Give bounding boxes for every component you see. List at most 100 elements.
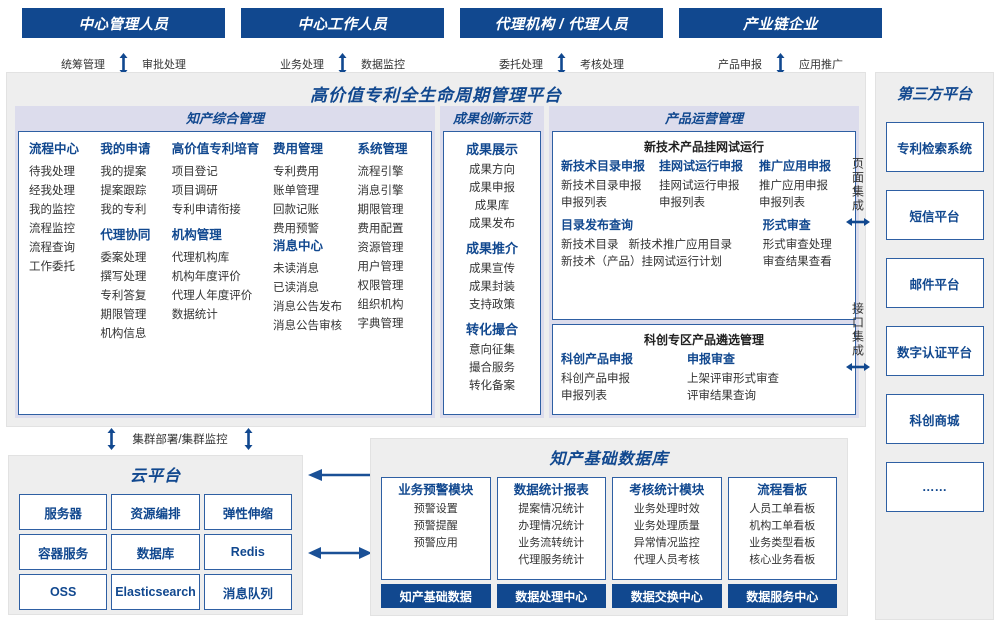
db-item[interactable]: 预警应用 [413,537,458,549]
menu-item[interactable]: 流程查询 [29,242,75,254]
role-title[interactable]: 中心管理人员 [22,8,225,38]
menu-item[interactable]: 消息引擎 [357,185,404,197]
menu-item[interactable]: 已读消息 [273,282,320,294]
group-header[interactable]: 费用管理 [273,142,324,156]
menu-item[interactable]: 申报列表 [759,197,805,209]
menu-item[interactable]: 申报列表 [561,389,607,402]
db-item[interactable]: 代理人员考核 [633,554,700,566]
group-header[interactable]: 科创产品申报 [561,351,634,366]
db-footer-basic-data[interactable]: 知产基础数据 [381,584,491,608]
menu-item[interactable]: 推广应用申报 [759,180,828,192]
menu-item[interactable]: 新技术目录申报 [561,180,642,192]
menu-item[interactable]: 新技术（产品）挂网试运行计划 [561,256,722,268]
group-header[interactable]: 机构管理 [171,228,222,242]
menu-item[interactable]: 消息公告发布 [273,301,343,313]
menu-item[interactable]: 成果库 [474,200,510,212]
group-header[interactable]: 成果推介 [465,241,518,256]
menu-item[interactable]: 申报列表 [561,197,607,209]
menu-item[interactable]: 账单管理 [273,185,320,197]
role-title[interactable]: 产业链企业 [679,8,882,38]
db-item[interactable]: 预警提醒 [413,520,458,532]
menu-item[interactable]: 专利答复 [100,290,147,302]
menu-item[interactable]: 代理机构库 [171,252,230,264]
db-item[interactable]: 提案情况统计 [518,503,585,515]
group-header[interactable]: 目录发布查询 [561,218,634,232]
menu-item[interactable]: 项目调研 [171,185,218,197]
menu-item[interactable]: 数据统计 [171,309,218,321]
db-item[interactable]: 核心业务看板 [749,554,816,566]
group-header[interactable]: 形式审查 [762,218,811,232]
cloud-service-orchestration[interactable]: 资源编排 [111,494,200,530]
menu-item[interactable]: 我的专利 [100,204,147,216]
cloud-service-redis[interactable]: Redis [203,534,292,570]
menu-item[interactable]: 审查结果查看 [762,256,832,268]
menu-item[interactable]: 形式审查处理 [762,239,832,251]
group-header[interactable]: 我的申请 [100,142,151,156]
menu-item[interactable]: 新技术目录 [561,239,619,251]
third-party-item-mall[interactable]: 科创商城 [885,394,984,444]
menu-item[interactable]: 撰写处理 [100,271,147,283]
group-header[interactable]: 推广应用申报 [759,159,832,173]
db-item[interactable]: 人员工单看板 [749,503,816,515]
menu-item[interactable]: 字典管理 [357,318,404,330]
group-header[interactable]: 申报审查 [687,351,736,366]
menu-item[interactable]: 期限管理 [357,204,404,216]
menu-item[interactable]: 回款记账 [273,204,320,216]
db-item[interactable]: 办理情况统计 [518,520,585,532]
menu-item[interactable]: 费用预警 [273,223,320,235]
cloud-service-oss[interactable]: OSS [19,574,108,610]
db-item[interactable]: 业务处理质量 [633,520,700,532]
cloud-service-autoscaling[interactable]: 弹性伸缩 [203,494,292,530]
db-footer-exchange-center[interactable]: 数据交换中心 [612,584,722,608]
group-header[interactable]: 挂网试运行申报 [659,159,744,173]
db-footer-processing-center[interactable]: 数据处理中心 [496,584,606,608]
db-item[interactable]: 异常情况监控 [633,537,700,549]
db-footer-service-center[interactable]: 数据服务中心 [727,584,837,608]
menu-item[interactable]: 我的提案 [100,166,147,178]
menu-item[interactable]: 挂网试运行申报 [659,180,740,192]
group-header[interactable]: 高价值专利培育 [171,142,260,156]
cloud-service-mq[interactable]: 消息队列 [203,574,292,610]
group-header[interactable]: 系统管理 [357,142,408,156]
group-header[interactable]: 流程中心 [29,142,80,156]
group-header[interactable]: 成果展示 [465,142,518,157]
db-item[interactable]: 代理服务统计 [518,554,585,566]
menu-item[interactable]: 成果发布 [469,218,515,230]
db-item[interactable]: 业务流转统计 [518,537,585,549]
menu-item[interactable]: 待我处理 [29,166,75,178]
menu-item[interactable]: 未读消息 [273,263,320,275]
menu-item[interactable]: 支持政策 [469,299,515,311]
menu-item[interactable]: 组织机构 [357,299,404,311]
menu-item[interactable]: 上架评审形式审查 [687,372,779,385]
menu-item[interactable]: 流程监控 [29,223,75,235]
menu-item[interactable]: 消息公告审核 [273,320,343,332]
db-item[interactable]: 业务处理时效 [633,503,700,515]
menu-item[interactable]: 成果宣传 [469,263,515,275]
role-title[interactable]: 代理机构 / 代理人员 [460,8,663,38]
menu-item[interactable]: 工作委托 [29,261,75,273]
cloud-service-elasticsearch[interactable]: Elasticsearch [111,574,200,610]
db-item[interactable]: 业务类型看板 [749,537,816,549]
menu-item[interactable]: 提案跟踪 [100,185,147,197]
db-item[interactable]: 机构工单看板 [749,520,816,532]
menu-item[interactable]: 机构年度评价 [171,271,241,283]
menu-item[interactable]: 意向征集 [469,344,515,356]
menu-item[interactable]: 经我处理 [29,185,75,197]
group-header[interactable]: 转化撮合 [465,322,518,337]
group-header[interactable]: 新技术目录申报 [561,159,646,173]
cloud-service-server[interactable]: 服务器 [19,494,108,530]
menu-item[interactable]: 转化备案 [469,380,515,392]
group-header[interactable]: 代理协同 [100,228,151,242]
third-party-item-certification[interactable]: 数字认证平台 [885,326,984,376]
third-party-item-email[interactable]: 邮件平台 [885,258,984,308]
menu-item[interactable]: 代理人年度评价 [171,290,253,302]
menu-item[interactable]: 科创产品申报 [561,372,630,385]
group-header[interactable]: 消息中心 [273,239,324,253]
third-party-item-patent-search[interactable]: 专利检索系统 [885,122,984,172]
menu-item[interactable]: 用户管理 [357,261,404,273]
menu-item[interactable]: 新技术推广应用目录 [628,239,733,251]
menu-item[interactable]: 流程引擎 [357,166,404,178]
menu-item[interactable]: 机构信息 [100,328,147,340]
cloud-service-database[interactable]: 数据库 [111,534,200,570]
cloud-service-container[interactable]: 容器服务 [19,534,108,570]
